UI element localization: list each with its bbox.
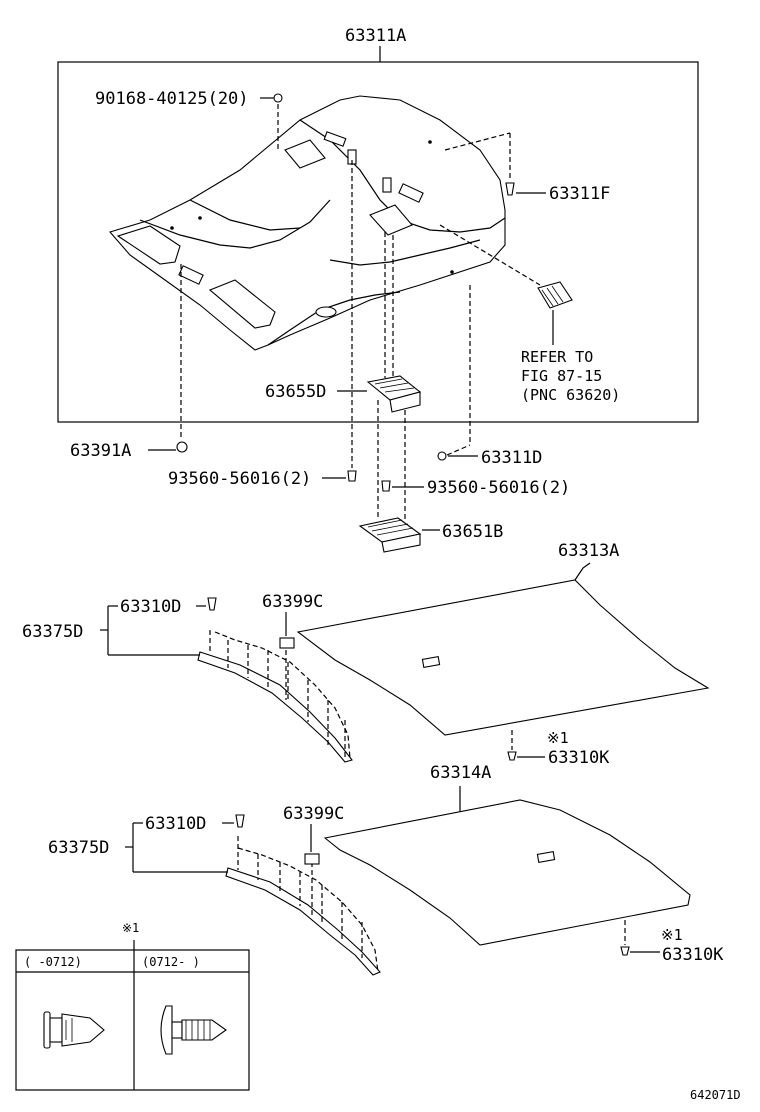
- clip-d-icon: [437, 451, 447, 461]
- dome-lamp-icon: [537, 281, 573, 309]
- plug-icon: [176, 441, 188, 453]
- assembly-frame: [57, 61, 699, 423]
- clip-63310K-upper-icon: [507, 751, 517, 761]
- label-63310K-lower: 63310K: [662, 945, 724, 965]
- label-63655D: 63655D: [265, 382, 326, 402]
- label-63314A: 63314A: [430, 763, 491, 783]
- refer-note-line2: FIG 87-15: [521, 367, 602, 385]
- refer-note-line3: (PNC 63620): [521, 386, 620, 404]
- clip-63310D-upper-icon: [207, 597, 217, 611]
- label-screw-left: 93560-56016(2): [168, 469, 311, 489]
- screw-right-icon: [381, 480, 391, 492]
- inset-title: ※1: [122, 921, 139, 935]
- label-90168-40125: 90168-40125(20): [95, 89, 249, 109]
- pad-63651B-icon: [358, 517, 422, 553]
- label-63651B: 63651B: [442, 522, 503, 542]
- label-63310K-upper: 63310K: [548, 748, 610, 768]
- label-screw-right: 93560-56016(2): [427, 478, 570, 498]
- label-63313A: 63313A: [558, 541, 619, 561]
- screw-left-icon: [347, 470, 357, 482]
- label-63399C-upper: 63399C: [262, 592, 323, 612]
- inset-col-right: (0712- ): [142, 955, 200, 969]
- label-63311D: 63311D: [481, 448, 542, 468]
- headliner-assembly: [109, 95, 506, 351]
- clip-63399C-upper-icon: [279, 637, 295, 649]
- refer-note-line1: REFER TO: [521, 348, 593, 366]
- clip-63310K-lower-icon: [620, 946, 630, 956]
- side-rail-lower: [225, 836, 381, 976]
- label-63310D-lower: 63310D: [145, 814, 206, 834]
- bolt-icon: [273, 93, 283, 103]
- roof-panel-lower: [323, 799, 691, 946]
- roof-panel-upper: [296, 579, 710, 736]
- side-rail-upper: [197, 630, 353, 763]
- inset-box: [15, 949, 250, 1091]
- clip-type-new-icon: [160, 1005, 227, 1055]
- pad-63655D-icon: [366, 375, 422, 413]
- label-63399C-lower: 63399C: [283, 804, 344, 824]
- clip-type-old-icon: [43, 1011, 105, 1049]
- label-63310D-upper: 63310D: [120, 597, 181, 617]
- figure-code: 642071D: [690, 1088, 741, 1102]
- inset-col-left: ( -0712): [24, 955, 82, 969]
- label-63311F: 63311F: [549, 184, 610, 204]
- label-63311A: 63311A: [345, 26, 406, 46]
- label-63375D-lower: 63375D: [48, 838, 109, 858]
- label-63391A: 63391A: [70, 441, 131, 461]
- clip-icon: [505, 182, 515, 196]
- clip-63399C-lower-icon: [304, 853, 320, 865]
- clip-63310D-lower-icon: [235, 814, 245, 828]
- label-63375D-upper: 63375D: [22, 622, 83, 642]
- ref-mark-upper: ※1: [547, 729, 569, 747]
- ref-mark-lower: ※1: [661, 926, 683, 944]
